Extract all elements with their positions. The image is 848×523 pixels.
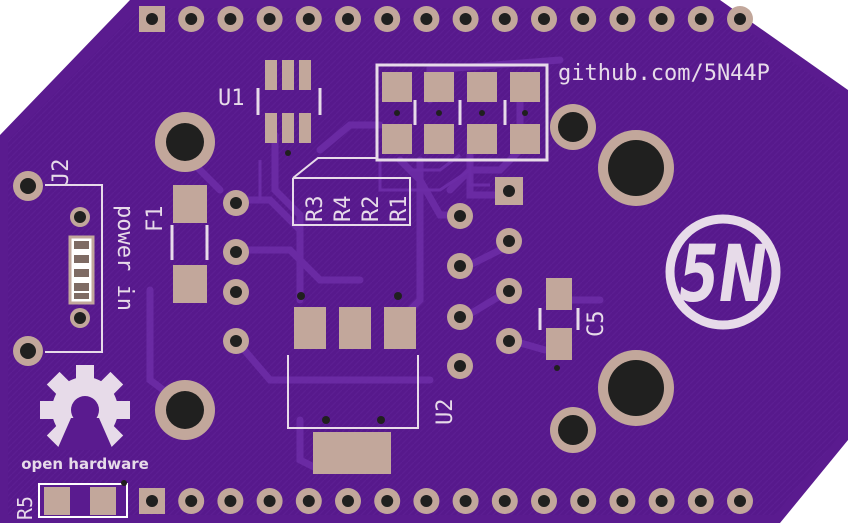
top-header-pin xyxy=(570,6,597,32)
j2-label: J2 xyxy=(49,159,74,186)
bottom-header-pin xyxy=(256,488,283,514)
j2-connector xyxy=(13,171,103,366)
top-header-pin xyxy=(609,6,636,32)
resistor-labels: R3 R4 R2 R1 xyxy=(303,196,412,223)
bottom-header-pin xyxy=(531,488,557,514)
f1-footprint xyxy=(170,185,209,303)
bottom-header-pin xyxy=(687,488,714,514)
u2-label: U2 xyxy=(433,399,458,426)
bottom-header-pin xyxy=(413,488,440,514)
r2-label: R2 xyxy=(359,196,384,223)
bottom-header-pin xyxy=(178,488,205,514)
tht-pads-middle xyxy=(447,177,523,379)
github-url-label: github.com/5N44P xyxy=(558,61,770,86)
bottom-header-pin xyxy=(295,488,322,514)
top-header-pin xyxy=(217,6,244,32)
top-header-pin xyxy=(256,6,283,32)
u1-footprint xyxy=(256,60,322,156)
bottom-header-pin xyxy=(609,488,636,514)
mounting-holes xyxy=(155,104,674,453)
tht-pads-left xyxy=(223,190,249,354)
oshw-gear-icon xyxy=(40,365,130,450)
bottom-header-pin xyxy=(727,488,753,514)
top-header-pin xyxy=(295,6,322,32)
top-pin-header xyxy=(139,6,753,32)
top-header-pin xyxy=(178,6,205,32)
top-header-pin xyxy=(687,6,714,32)
power-in-label: power in xyxy=(112,205,137,311)
top-header-pin xyxy=(139,6,165,32)
top-header-pin xyxy=(531,6,557,32)
c5-label: C5 xyxy=(584,311,609,338)
bottom-header-pin xyxy=(374,488,401,514)
top-header-pin xyxy=(335,6,361,32)
bottom-header-pin xyxy=(452,488,479,514)
c5-footprint xyxy=(538,278,580,371)
f1-label: F1 xyxy=(143,206,168,233)
top-header-pin xyxy=(491,6,518,32)
top-header-pin xyxy=(648,6,675,32)
r5-label: R5 xyxy=(13,496,37,520)
u1-label: U1 xyxy=(218,86,245,111)
bottom-header-pin xyxy=(648,488,675,514)
resistor-array xyxy=(375,63,549,162)
bottom-header-pin xyxy=(491,488,518,514)
resistor-label-leader xyxy=(292,157,411,226)
5n-logo: 5N xyxy=(665,214,781,330)
bottom-header-pin xyxy=(217,488,244,514)
top-header-pin xyxy=(374,6,401,32)
top-header-pin xyxy=(413,6,440,32)
r1-label: R1 xyxy=(387,196,412,223)
bottom-pin-header xyxy=(139,488,753,514)
top-header-pin xyxy=(727,6,753,32)
u2-footprint xyxy=(287,292,419,474)
bottom-header-pin xyxy=(570,488,597,514)
bottom-header-pin xyxy=(139,488,165,514)
top-header-pin xyxy=(452,6,479,32)
r4-label: R4 xyxy=(331,196,356,223)
oshw-label: open hardware xyxy=(21,455,149,473)
bottom-header-pin xyxy=(335,488,361,514)
logo-text: 5N xyxy=(679,230,767,320)
r3-label: R3 xyxy=(303,196,328,223)
r5-footprint xyxy=(38,480,128,518)
